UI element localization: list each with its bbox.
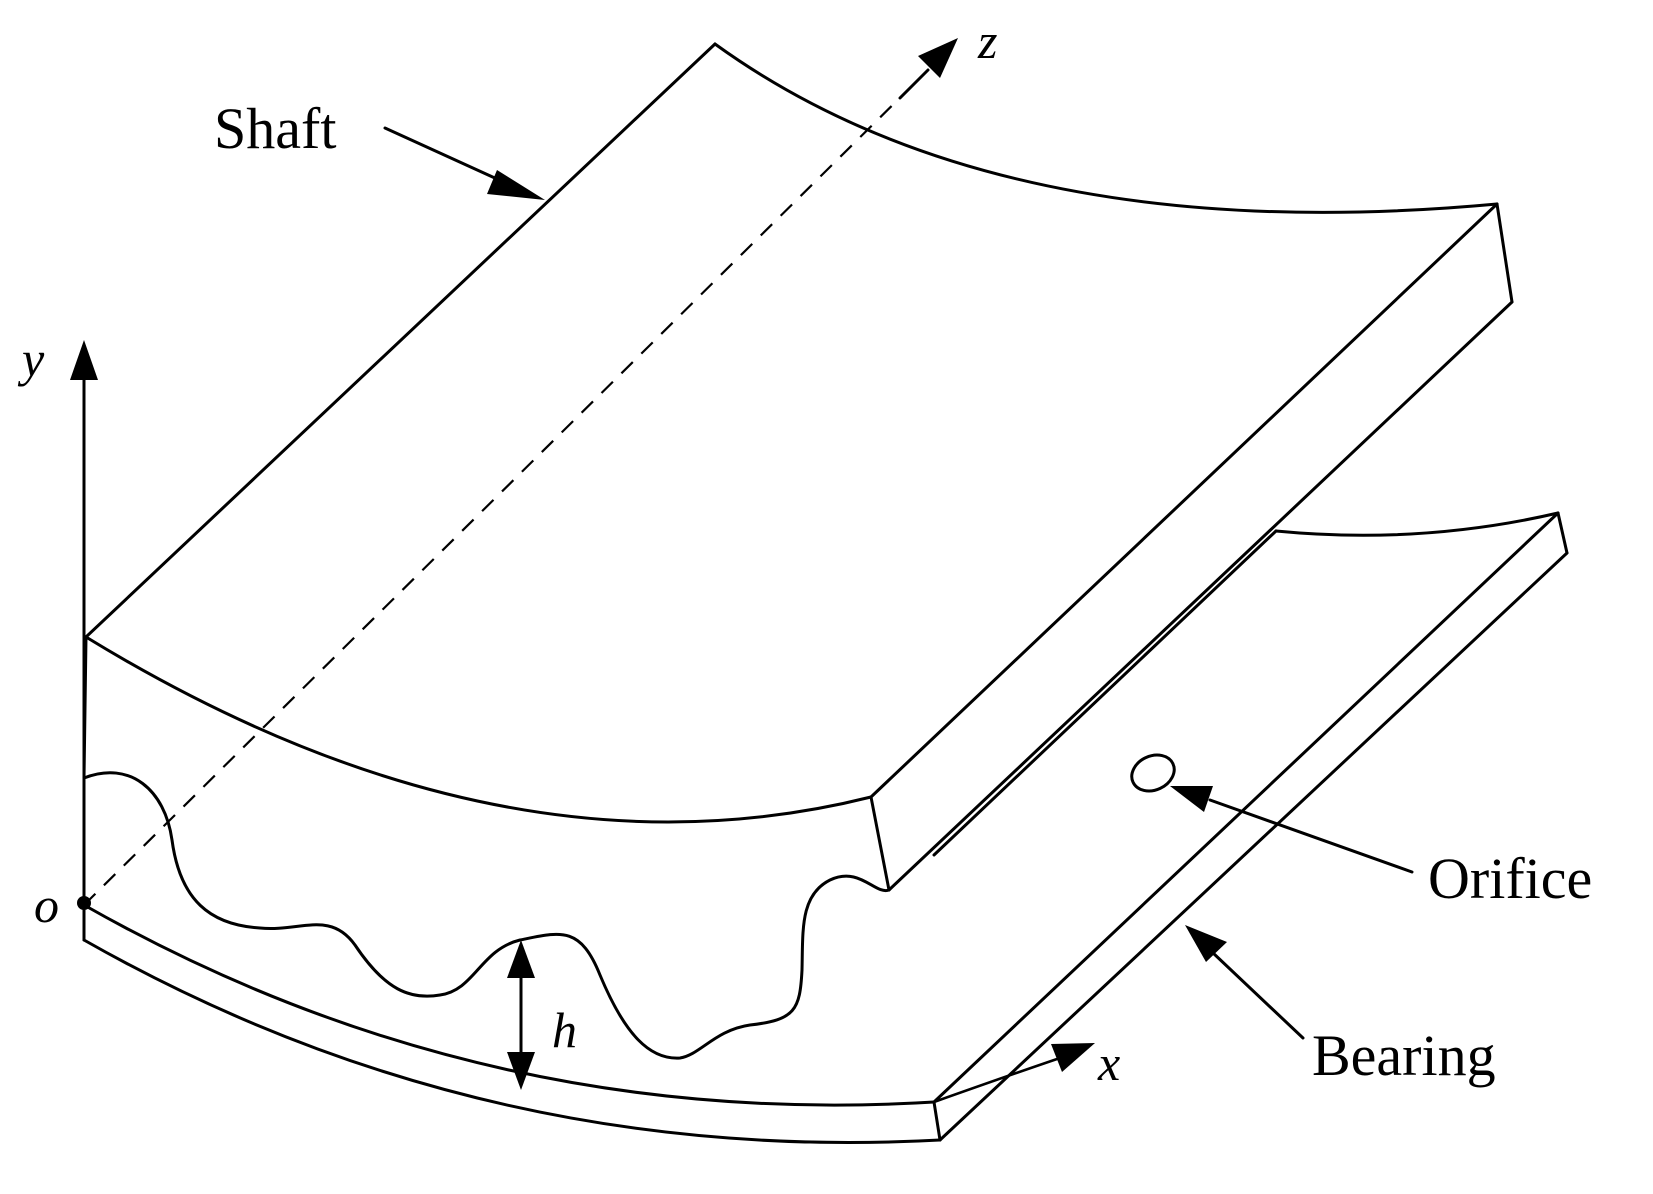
bearing-label: Bearing: [1312, 1023, 1496, 1088]
bearing-front-right-edge: [932, 1100, 942, 1142]
shaft-top-left-edge: [84, 42, 717, 639]
bearing-top-left-edge: [932, 529, 1278, 857]
bearing-leader-line: [1210, 950, 1305, 1040]
z-axis-arrowhead: [918, 38, 958, 78]
z-axis-label: z: [977, 13, 997, 69]
bearing-front-bottom-curve: [82, 938, 942, 1144]
orifice-leader-arrowhead: [1170, 786, 1213, 812]
shaft-front-curve: [84, 635, 873, 824]
shaft-leader-line: [383, 126, 510, 186]
shaft-label: Shaft: [214, 96, 336, 161]
x-axis-line: [933, 1056, 1061, 1104]
h-arrowhead-top: [507, 940, 535, 978]
bearing-bottom-right-edge: [938, 551, 1569, 1142]
y-axis-label: y: [17, 331, 45, 387]
shaft-leader-arrowhead: [487, 170, 545, 200]
shaft-right-front-edge: [1495, 202, 1514, 304]
film-thickness-dimension: [507, 940, 535, 1090]
shaft-top-back-curve: [713, 42, 1499, 214]
x-axis-label: x: [1097, 1035, 1120, 1091]
h-arrowhead-bottom: [507, 1052, 535, 1090]
x-axis-arrowhead: [1051, 1043, 1095, 1072]
bearing-back-curve: [1274, 511, 1560, 537]
leader-arrows: [383, 126, 1414, 1040]
shaft-body: [82, 42, 1514, 1060]
orifice-leader-line: [1208, 798, 1414, 874]
shaft-top-right-edge: [869, 202, 1499, 799]
shaft-bottom-right-edge: [887, 300, 1514, 892]
bearing-right-front-edge: [1556, 511, 1569, 555]
z-axis-tip-line: [898, 68, 930, 100]
z-axis-dashed: [83, 69, 929, 906]
shaft-front-right-edge: [869, 795, 891, 892]
bearing-leader-arrowhead: [1185, 925, 1227, 962]
coordinate-axes: [70, 38, 1095, 1104]
bearing-front-top-curve: [82, 903, 936, 1107]
orifice-hole: [1130, 753, 1176, 793]
orifice-label: Orifice: [1428, 846, 1592, 911]
bearing-top-right-edge: [932, 511, 1560, 1104]
shaft-rough-surface: [82, 771, 891, 1060]
origin-point: [77, 896, 91, 910]
film-thickness-label: h: [552, 1002, 577, 1058]
y-axis-arrowhead: [70, 340, 98, 380]
origin-label: o: [34, 877, 59, 933]
bearing-body: [82, 511, 1569, 1144]
